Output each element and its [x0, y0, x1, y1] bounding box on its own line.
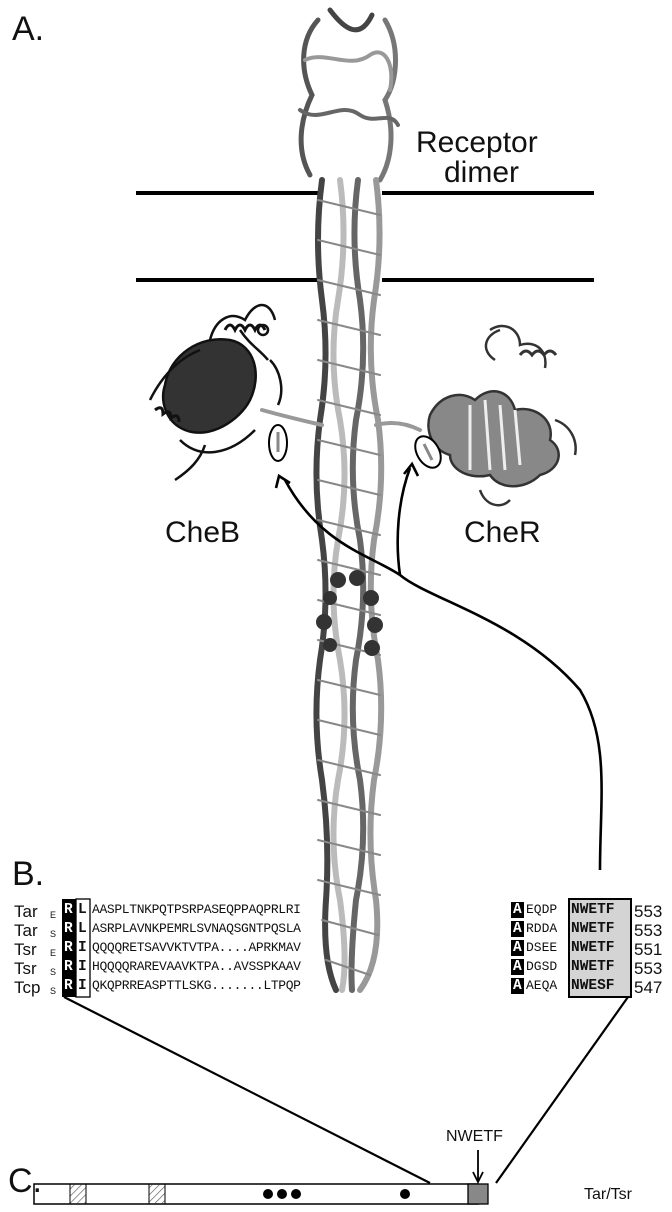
- nwetf-motif: NWETF: [571, 940, 615, 956]
- residue-a: A: [511, 978, 524, 994]
- alignment-row: Tcp S R I QKQPRREASPTTLSKG.......LTPQP A…: [14, 978, 664, 997]
- tm2-segment: [149, 1184, 165, 1204]
- nwetf-motif: NWETF: [571, 902, 615, 918]
- sequence-position: 553: [634, 902, 662, 922]
- residue-middle: HQQQQRAREVAAVKTPA..AVSSPKAAV: [92, 959, 301, 974]
- residue-second: I: [78, 978, 87, 994]
- sequence-position: 551: [634, 940, 662, 960]
- species-name: Tcp: [14, 978, 40, 998]
- nwetf-motif: NWESF: [571, 978, 615, 994]
- receptor-label: Receptor dimer: [416, 128, 538, 188]
- nwetf-motif: NWETF: [571, 959, 615, 975]
- residue-pre: RDDA: [526, 921, 557, 936]
- residue-middle: AASPLTNKPQTPSRPASEQPPAQPRLRI: [92, 902, 301, 917]
- residue-a: A: [511, 902, 524, 918]
- residue-r: R: [64, 940, 73, 956]
- panel-b-label: B.: [12, 855, 44, 894]
- species-name: Tar: [14, 921, 38, 941]
- residue-second: L: [78, 902, 87, 918]
- species-name: Tsr: [14, 959, 37, 979]
- residue-pre: DGSD: [526, 959, 557, 974]
- residue-r: R: [64, 902, 73, 918]
- residue-pre: EQDP: [526, 902, 557, 917]
- residue-r: R: [64, 921, 73, 937]
- residue-middle: QQQQRETSAVVKTVTPA....APRKMAV: [92, 940, 301, 955]
- alignment-row: Tar S R L ASRPLAVNKPEMRLSVNAQSGNTPQSLA A…: [14, 921, 664, 940]
- link-line-left: [64, 997, 430, 1183]
- species-subscript: E: [50, 910, 56, 920]
- residue-second: I: [78, 959, 87, 975]
- receptor-label-line1: Receptor: [416, 128, 538, 158]
- species-name: Tsr: [14, 940, 37, 960]
- residue-middle: ASRPLAVNKPEMRLSVNAQSGNTPQSLA: [92, 921, 301, 936]
- tar-tsr-domain-bar: [34, 1184, 478, 1204]
- residue-r: R: [64, 959, 73, 975]
- sequence-position: 553: [634, 959, 662, 979]
- species-subscript: S: [50, 967, 56, 977]
- panel-c-label: C.: [8, 1162, 42, 1201]
- alignment-row: Tsr E R I QQQQRETSAVVKTVTPA....APRKMAV A…: [14, 940, 664, 959]
- residue-a: A: [511, 940, 524, 956]
- nwetf-segment: [468, 1184, 488, 1204]
- alignment-row: Tsr S R I HQQQQRAREVAAVKTPA..AVSSPKAAV A…: [14, 959, 664, 978]
- sequence-position: 553: [634, 921, 662, 941]
- panel-a-label: A.: [12, 10, 44, 49]
- receptor-label-line2: dimer: [416, 158, 538, 188]
- nwetf-label: NWETF: [446, 1128, 503, 1146]
- residue-second: I: [78, 940, 87, 956]
- residue-a: A: [511, 959, 524, 975]
- species-subscript: E: [50, 948, 56, 958]
- residue-pre: AEQA: [526, 978, 557, 993]
- cher-label: CheR: [464, 518, 541, 548]
- tm1-segment: [70, 1184, 86, 1204]
- cher-structure: [428, 326, 575, 505]
- cheb-label: CheB: [165, 518, 240, 548]
- species-subscript: S: [50, 929, 56, 939]
- tar-tsr-label: Tar/Tsr: [584, 1186, 632, 1204]
- nwetf-motif: NWETF: [571, 921, 615, 937]
- cheb-structure: [150, 305, 281, 480]
- alignment-row: Tar E R L AASPLTNKPQTPSRPASEQPPAQPRLRI A…: [14, 902, 664, 921]
- residue-r: R: [64, 978, 73, 994]
- residue-a: A: [511, 921, 524, 937]
- link-line-right: [496, 997, 628, 1183]
- species-name: Tar: [14, 902, 38, 922]
- species-subscript: S: [50, 986, 56, 996]
- residue-pre: DSEE: [526, 940, 557, 955]
- sequence-position: 547: [634, 978, 662, 998]
- residue-second: L: [78, 921, 87, 937]
- residue-middle: QKQPRREASPTTLSKG.......LTPQP: [92, 978, 301, 993]
- receptor-dimer: [262, 10, 420, 990]
